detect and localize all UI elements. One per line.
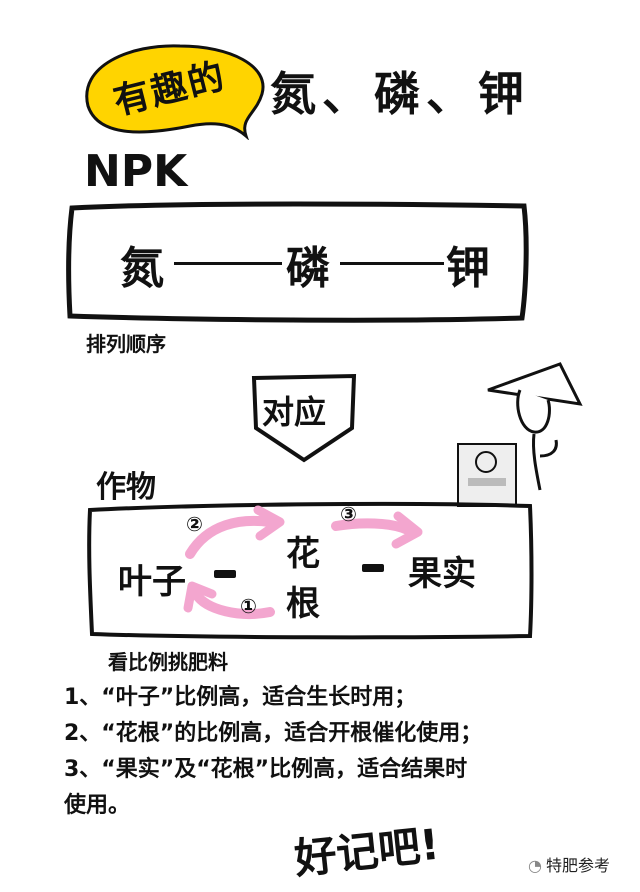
connector-line <box>174 262 282 265</box>
crop-box <box>87 501 534 640</box>
sequence-caption: 排列顺序 <box>86 332 166 356</box>
marker-3: ③ <box>340 502 357 526</box>
correspond-shield <box>251 373 357 463</box>
crop-flower: 花 <box>286 534 320 574</box>
note-item: 使用。 <box>64 793 131 818</box>
notes-list: 1、“叶子”比例高，适合生长时用； 2、“花根”的比例高，适合开根催化使用； 3… <box>64 680 604 824</box>
crop-label: 作物 <box>96 470 156 505</box>
node-phosphorus: 磷 <box>286 243 330 294</box>
npk-heading: NPK <box>84 146 188 197</box>
crop-leaf: 叶子 <box>118 562 186 602</box>
crop-fruit: 果实 <box>408 554 476 594</box>
crop-root: 根 <box>286 584 320 624</box>
sequence-chain: 氮 磷 钾 <box>120 232 500 294</box>
correspond-label: 对应 <box>262 393 327 431</box>
page-title: 氮、磷、钾 <box>270 67 530 121</box>
marker-2: ② <box>186 512 203 536</box>
note-item: 1、“叶子”比例高，适合生长时用； <box>64 685 417 710</box>
wechat-icon: ◔ <box>528 856 542 875</box>
marker-1: ① <box>240 594 257 618</box>
watermark: ◔特肥参考 <box>528 852 610 876</box>
note-item: 3、“果实”及“花根”比例高，适合结果时 <box>64 757 468 782</box>
node-potassium: 钾 <box>446 243 490 294</box>
farmer-illustration <box>457 362 583 507</box>
watermark-text: 特肥参考 <box>545 856 610 875</box>
note-item: 2、“花根”的比例高，适合开根催化使用； <box>64 721 483 746</box>
speech-bubble <box>85 44 265 140</box>
node-nitrogen: 氮 <box>120 243 164 294</box>
dash-mark <box>362 564 384 572</box>
sequence-box <box>66 201 529 323</box>
ratio-caption: 看比例挑肥料 <box>108 650 228 674</box>
cycle-arrows <box>183 505 423 619</box>
dash-mark <box>214 570 236 578</box>
connector-line <box>340 262 444 265</box>
